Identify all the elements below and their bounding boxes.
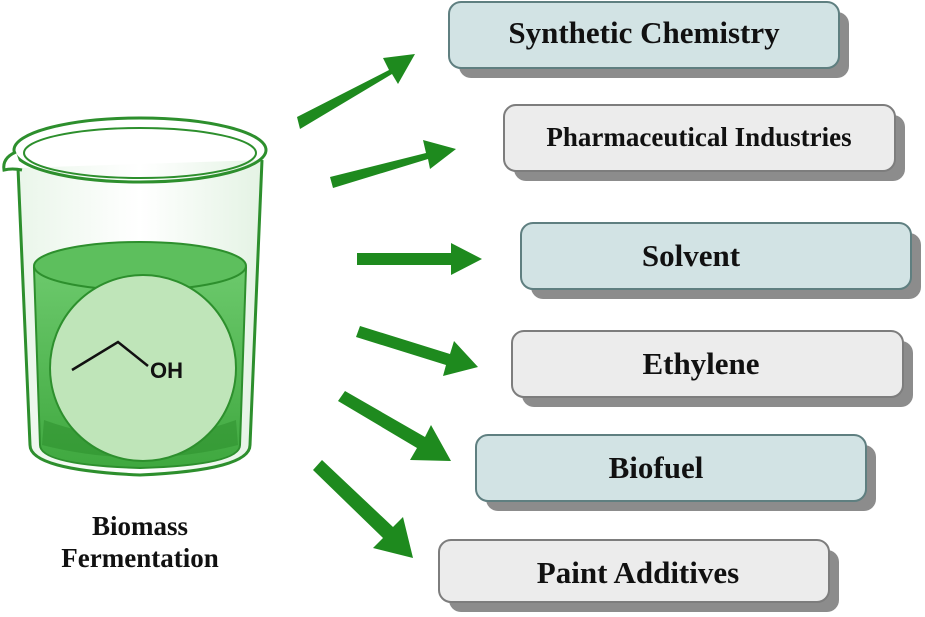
box-synthetic-chemistry: Synthetic Chemistry: [448, 1, 849, 78]
arrow-to-paint-additives: [313, 460, 413, 558]
beaker-rim: [12, 116, 268, 184]
arrow-to-ethylene: [356, 326, 478, 376]
beaker-spout: [2, 150, 23, 172]
box-label: Paint Additives: [537, 555, 739, 590]
box-label: Pharmaceutical Industries: [546, 122, 851, 152]
hydroxyl-label: OH: [150, 358, 183, 383]
box-body: [438, 539, 830, 603]
box-label: Synthetic Chemistry: [508, 15, 780, 50]
box-solvent: Solvent: [520, 222, 921, 299]
arrow-to-biofuel: [338, 391, 451, 461]
box-pharmaceutical-industries: Pharmaceutical Industries: [503, 104, 905, 181]
box-body: [503, 104, 896, 172]
arrow-to-pharmaceutical-industries: [330, 140, 456, 188]
box-label: Biofuel: [609, 450, 704, 485]
beaker: OH: [2, 116, 268, 477]
box-body: [475, 434, 867, 502]
box-biofuel: Biofuel: [475, 434, 876, 511]
arrows: [297, 54, 482, 558]
source-caption: Biomass Fermentation: [20, 510, 260, 574]
box-body: [520, 222, 912, 290]
application-boxes: Synthetic Chemistry Pharmaceutical Indus…: [438, 1, 921, 612]
ethanol-bonds: [71, 340, 149, 372]
ethanol-molecule-circle: [49, 274, 237, 462]
arrow-to-solvent: [357, 243, 482, 275]
caption-line-1: Biomass: [91, 511, 189, 541]
box-paint-additives: Paint Additives: [438, 539, 839, 612]
box-body: [448, 1, 840, 69]
arrow-to-synthetic-chemistry: [297, 54, 415, 129]
caption-line-2: Fermentation: [61, 543, 219, 573]
box-ethylene: Ethylene: [511, 330, 913, 407]
beaker-rim-inner: [23, 127, 257, 179]
box-label: Ethylene: [642, 346, 759, 381]
box-body: [511, 330, 904, 398]
box-label: Solvent: [642, 238, 741, 273]
